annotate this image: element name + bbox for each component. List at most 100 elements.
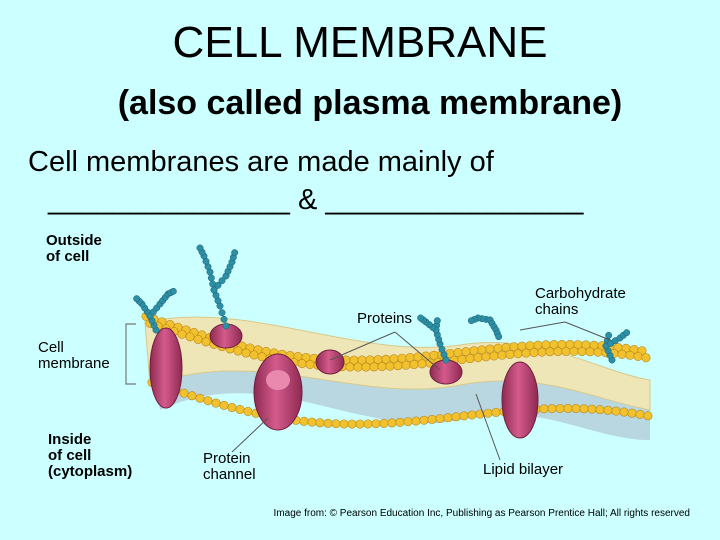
lipid-head — [387, 418, 397, 428]
lipid-head — [545, 347, 555, 357]
inside-of-cell-label: Inside of cell (cytoplasm) — [48, 431, 133, 480]
lipid-head — [241, 348, 251, 358]
lipid-head — [379, 418, 389, 428]
lipid-head — [193, 334, 203, 344]
lipid-head — [547, 404, 557, 414]
leader-lines — [231, 321, 611, 461]
sugar-bead — [169, 287, 177, 295]
lipid-head — [593, 347, 603, 357]
lipid-head — [521, 348, 531, 358]
lipid-head — [635, 409, 645, 419]
lipid-head — [339, 419, 349, 429]
lipid-head — [177, 329, 187, 339]
sugar-bead — [133, 295, 141, 303]
lipid-head — [617, 349, 627, 359]
lipid-head — [211, 398, 221, 408]
lipid-head — [443, 413, 453, 423]
lipid-head — [473, 353, 483, 363]
lipid-head — [435, 414, 445, 424]
lipid-head — [187, 391, 197, 401]
lipid-head — [385, 361, 395, 371]
lipid-head — [331, 419, 341, 429]
lipid-head — [315, 418, 325, 428]
lipid-head — [491, 407, 501, 417]
lipid-head — [227, 403, 237, 413]
lipid-head — [417, 359, 427, 369]
lipid-head — [489, 351, 499, 361]
lipid-head — [641, 353, 651, 363]
lipid-head — [219, 400, 229, 410]
protein-channel-label: Protein channel — [203, 450, 256, 483]
lipid-head — [603, 405, 613, 415]
lipid-head — [483, 408, 493, 418]
lipid-head — [355, 419, 365, 429]
lipid-head — [299, 416, 309, 426]
lipid-head — [297, 359, 307, 369]
sugar-bead — [417, 314, 425, 322]
lipid-head — [577, 347, 587, 357]
carbohydrate-chains-label: Carbohydrate chains — [535, 285, 626, 318]
lipid-head — [307, 417, 317, 427]
transmembrane-protein — [149, 327, 183, 409]
lipid-head — [369, 362, 379, 372]
sugar-bead — [231, 249, 239, 257]
sugar-bead — [467, 317, 475, 325]
lipid-head — [497, 350, 507, 360]
proteins-label: Proteins — [357, 310, 413, 327]
lipid-head — [427, 414, 437, 424]
lipid-head — [513, 349, 523, 359]
lipid-head — [233, 346, 243, 356]
lipid-head — [585, 347, 595, 357]
lipid-head — [361, 362, 371, 372]
sugar-bead — [218, 309, 226, 317]
lipid-head — [571, 404, 581, 414]
lipid-head — [411, 416, 421, 426]
lipid-head — [467, 410, 477, 420]
lipid-head — [505, 349, 515, 359]
lipid-head — [569, 346, 579, 356]
lipid-head — [553, 347, 563, 357]
lipid-head — [249, 350, 259, 360]
lipid-head — [353, 362, 363, 372]
sugar-bead — [196, 244, 204, 252]
lipid-head — [537, 347, 547, 357]
lipid-head — [579, 404, 589, 414]
lipid-head — [305, 359, 315, 369]
sugar-bead — [605, 331, 613, 339]
lipid-head — [409, 360, 419, 370]
lipid-head — [561, 346, 571, 356]
slide-subtitle: (also called plasma membrane) — [117, 84, 623, 122]
sugar-bead — [210, 286, 218, 294]
outside-of-cell-label: Outside of cell — [46, 232, 102, 265]
lipid-head — [323, 418, 333, 428]
transmembrane-protein — [501, 361, 539, 439]
lipid-head — [185, 332, 195, 342]
sugar-bead — [214, 281, 222, 289]
lipid-head — [595, 405, 605, 415]
sugar-bead — [433, 317, 441, 325]
lipid-head — [643, 411, 653, 421]
lipid-head — [619, 407, 629, 417]
lipid-head — [563, 403, 573, 413]
lipid-head — [459, 411, 469, 421]
lipid-head — [179, 388, 189, 398]
sugar-bead — [222, 322, 230, 330]
lipid-head — [347, 419, 357, 429]
lipid-head — [451, 412, 461, 422]
lipid-head — [555, 403, 565, 413]
lipid-head — [393, 361, 403, 371]
lipid-head — [587, 404, 597, 414]
cell-membrane-label: Cell membrane — [38, 339, 110, 372]
slide-title: CELL MEMBRANE — [172, 18, 548, 67]
lipid-head — [539, 404, 549, 414]
lipid-head — [627, 408, 637, 418]
sugar-bead — [495, 333, 503, 341]
lipid-head — [235, 405, 245, 415]
surface-protein — [315, 349, 345, 375]
lipid-head — [419, 415, 429, 425]
lipid-head — [363, 419, 373, 429]
carbohydrate-chains — [133, 244, 631, 364]
membrane-bracket — [125, 323, 136, 385]
lipid-head — [633, 351, 643, 361]
